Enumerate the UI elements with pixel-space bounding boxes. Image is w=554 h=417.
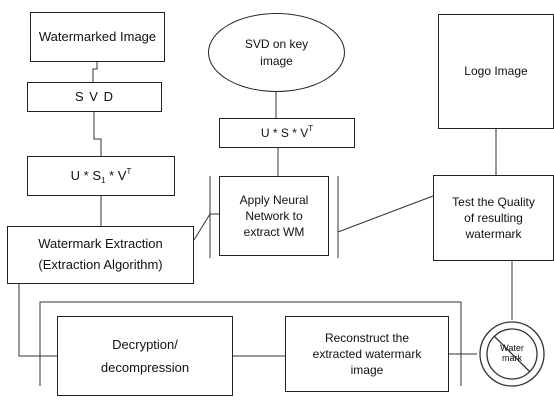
- connector-nn-to-quality: [337, 195, 434, 233]
- test-quality-box: Test the Quality of resulting watermark: [433, 175, 554, 261]
- connector-svd-to-u-s1-vt: [93, 112, 102, 156]
- watermarked-image-label: Watermarked Image: [38, 29, 157, 45]
- u-s1-vt-subscript: 1: [101, 176, 106, 186]
- connector-extraction-to-nn: [193, 213, 219, 241]
- decryption-box: Decryption/ decompression: [57, 316, 233, 396]
- decryption-label: Decryption/ decompression: [100, 336, 190, 375]
- svd-label: S V D: [75, 89, 114, 105]
- apply-neural-network-box: Apply Neural Network to extract WM: [219, 176, 329, 256]
- svd-on-key-image-label: SVD on key image: [244, 37, 309, 68]
- connector-extraction-to-decryption: [18, 284, 57, 357]
- u-s1-vt-box: U * S1 * VT: [27, 156, 175, 196]
- apply-neural-network-label: Apply Neural Network to extract WM: [239, 192, 309, 240]
- u-s-vt-superscript: T: [308, 123, 314, 133]
- logo-image-box: Logo Image: [438, 14, 554, 129]
- reconstruct-box: Reconstruct the extracted watermark imag…: [285, 316, 449, 392]
- icon-inner-ring: [486, 328, 538, 380]
- u-s1-vt-label: U * S1 * VT: [71, 167, 132, 185]
- icon-slash: [493, 335, 531, 373]
- reconstruct-label: Reconstruct the extracted watermark imag…: [312, 330, 422, 378]
- svd-box: S V D: [27, 82, 162, 112]
- watermarked-image-box: Watermarked Image: [30, 12, 165, 62]
- no-watermark-icon: [479, 321, 545, 387]
- u-s-vt-box: U * S * VT: [219, 118, 355, 148]
- u-s-vt-label: U * S * VT: [260, 123, 314, 141]
- u-s-vt-text: U * S * V: [260, 125, 309, 140]
- watermark-extraction-box: Watermark Extraction (Extraction Algorit…: [7, 226, 194, 284]
- u-s1-vt-text: U * S: [70, 168, 102, 184]
- u-s1-vt-superscript: T: [126, 167, 132, 177]
- svd-on-key-image-ellipse: SVD on key image: [208, 13, 345, 92]
- watermark-icon-label: Water mark: [500, 343, 524, 363]
- watermark-extraction-label: Watermark Extraction (Extraction Algorit…: [38, 236, 163, 272]
- logo-image-label: Logo Image: [464, 64, 528, 79]
- container-frame: [39, 301, 462, 386]
- connector-watermarked-to-svd: [92, 62, 98, 82]
- u-s1-vt-tail: * V: [105, 168, 127, 184]
- test-quality-label: Test the Quality of resulting watermark: [452, 194, 535, 242]
